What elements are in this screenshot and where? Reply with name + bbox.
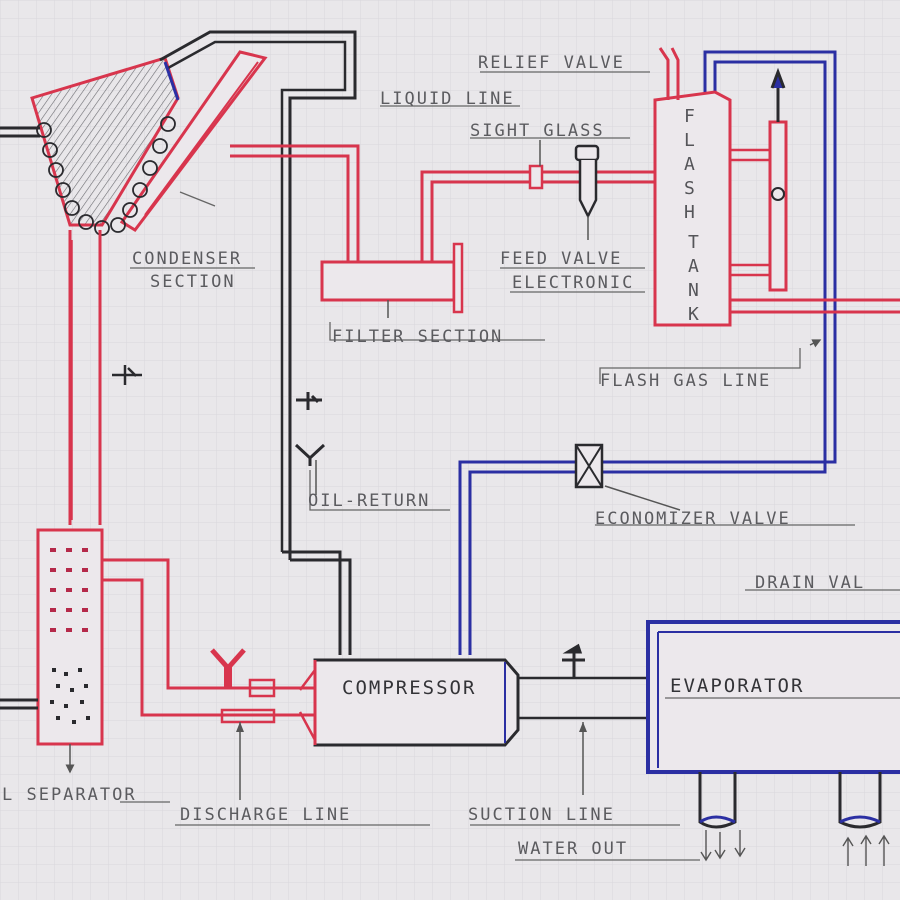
tank-letter: A	[688, 256, 699, 277]
label-flash-tank: F L A S H T A N K	[684, 106, 699, 325]
oil-return-line	[282, 550, 352, 655]
feed-valve-icon	[574, 144, 600, 240]
tank-letter: K	[688, 304, 699, 325]
label-discharge-line: DISCHARGE LINE	[180, 805, 351, 825]
evaporator	[646, 620, 900, 866]
label-evaporator: EVAPORATOR	[670, 675, 804, 697]
filter-section	[320, 242, 464, 318]
label-drain-valve: DRAIN VAL	[755, 573, 865, 593]
label-relief-valve: RELIEF VALVE	[478, 53, 625, 73]
label-condenser-section: SECTION	[150, 272, 236, 292]
discharge-line	[102, 558, 315, 717]
label-filter-section: FILTER SECTION	[332, 327, 503, 347]
flash-letter: S	[684, 178, 695, 199]
label-oil-return: OIL-RETURN	[308, 491, 430, 511]
tank-letter: N	[688, 280, 699, 301]
condenser-section	[0, 30, 357, 560]
discharge-valve-icon	[210, 648, 276, 800]
label-oil-separator: L SEPARATOR	[2, 785, 137, 805]
sight-glass-icon	[528, 140, 544, 190]
label-feed-valve: FEED VALVE	[500, 249, 622, 269]
leader-lines	[120, 71, 900, 861]
flash-letter: A	[684, 154, 695, 175]
flash-letter: L	[684, 130, 695, 151]
flash-tank	[653, 47, 900, 348]
label-compressor: COMPRESSOR	[342, 677, 476, 699]
label-condenser: CONDENSER	[132, 249, 242, 269]
label-water-out: WATER OUT	[518, 839, 628, 859]
tank-letter: T	[688, 232, 699, 253]
label-sight-glass: SIGHT GLASS	[470, 121, 605, 141]
suction-line	[518, 676, 648, 720]
label-liquid-line: LIQUID LINE	[380, 89, 515, 109]
label-flash-gas-line: FLASH GAS LINE	[600, 371, 771, 391]
economizer-valve-icon	[574, 443, 681, 511]
label-feed-valve-electronic: ELECTRONIC	[512, 273, 634, 293]
riser-valve-icon	[112, 365, 142, 385]
flash-letter: H	[684, 202, 695, 223]
red-riser-line	[68, 230, 102, 525]
oil-return-valve-icon	[294, 392, 326, 466]
economizer-line	[458, 50, 837, 655]
compressor	[298, 658, 520, 747]
oil-separator	[0, 528, 104, 774]
flash-letter: F	[684, 106, 695, 127]
label-suction-line: SUCTION LINE	[468, 805, 615, 825]
label-economizer-valve: ECONOMIZER VALVE	[595, 509, 791, 529]
suction-valve-icon	[562, 643, 585, 678]
